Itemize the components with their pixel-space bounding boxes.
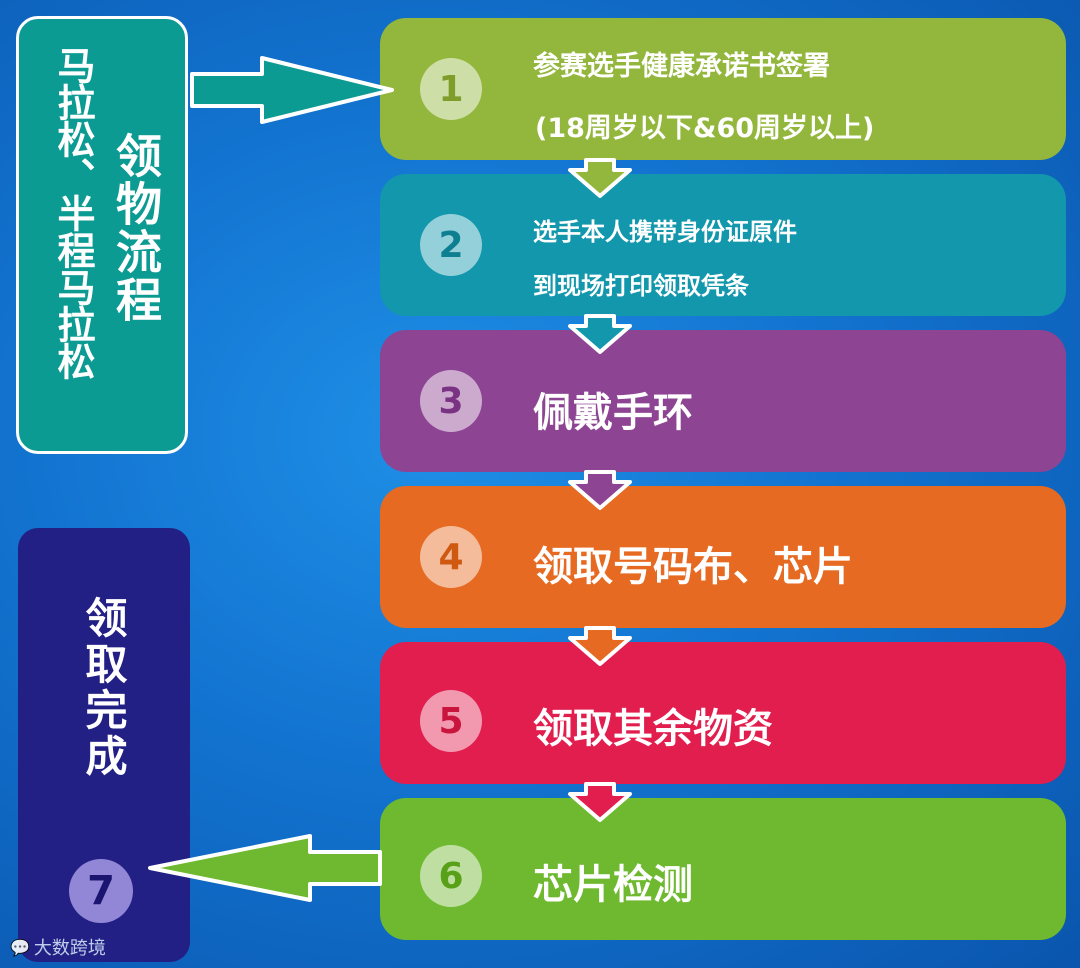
step-2-number: 2 xyxy=(420,214,482,276)
step-2-box xyxy=(380,174,1066,316)
down-arrow-2-3 xyxy=(568,314,632,354)
step-2-label: 选手本人携带身份证原件 xyxy=(533,218,797,246)
completion-label: 领取完成 xyxy=(79,596,128,780)
step-4-label: 领取号码布、芯片 xyxy=(533,544,853,590)
step-3-box xyxy=(380,330,1066,472)
step-1-box xyxy=(380,18,1066,160)
process-title: 领物流程 xyxy=(109,132,163,324)
down-arrow-4-5 xyxy=(568,626,632,666)
step-7-number: 7 xyxy=(69,859,133,923)
step-1-sublabel: (18周岁以下&60周岁以上) xyxy=(535,113,875,144)
step-5-number: 5 xyxy=(420,690,482,752)
step-3-number: 3 xyxy=(420,370,482,432)
step-5-label: 领取其余物资 xyxy=(533,706,773,752)
watermark-text: 大数跨境 xyxy=(33,938,106,959)
arrow-to-completion xyxy=(148,834,382,902)
step-1-label: 参赛选手健康承诺书签署 xyxy=(533,51,830,82)
down-arrow-3-4 xyxy=(568,470,632,510)
step-5-box xyxy=(380,642,1066,784)
race-type-label: 马拉松、半程马拉松 xyxy=(51,46,95,379)
process-title-box xyxy=(16,16,188,454)
arrow-to-step-1 xyxy=(190,56,394,124)
step-4-box xyxy=(380,486,1066,628)
watermark: 💬 大数跨境 xyxy=(10,934,106,960)
step-6-box xyxy=(380,798,1066,940)
step-4-number: 4 xyxy=(420,526,482,588)
step-6-label: 芯片检测 xyxy=(533,862,693,908)
step-6-number: 6 xyxy=(420,845,482,907)
down-arrow-1-2 xyxy=(568,158,632,198)
step-1-number: 1 xyxy=(420,58,482,120)
watermark-logo-icon: 💬 xyxy=(10,937,30,957)
step-3-label: 佩戴手环 xyxy=(533,390,693,436)
step-2-sublabel: 到现场打印领取凭条 xyxy=(533,272,749,300)
down-arrow-5-6 xyxy=(568,782,632,822)
